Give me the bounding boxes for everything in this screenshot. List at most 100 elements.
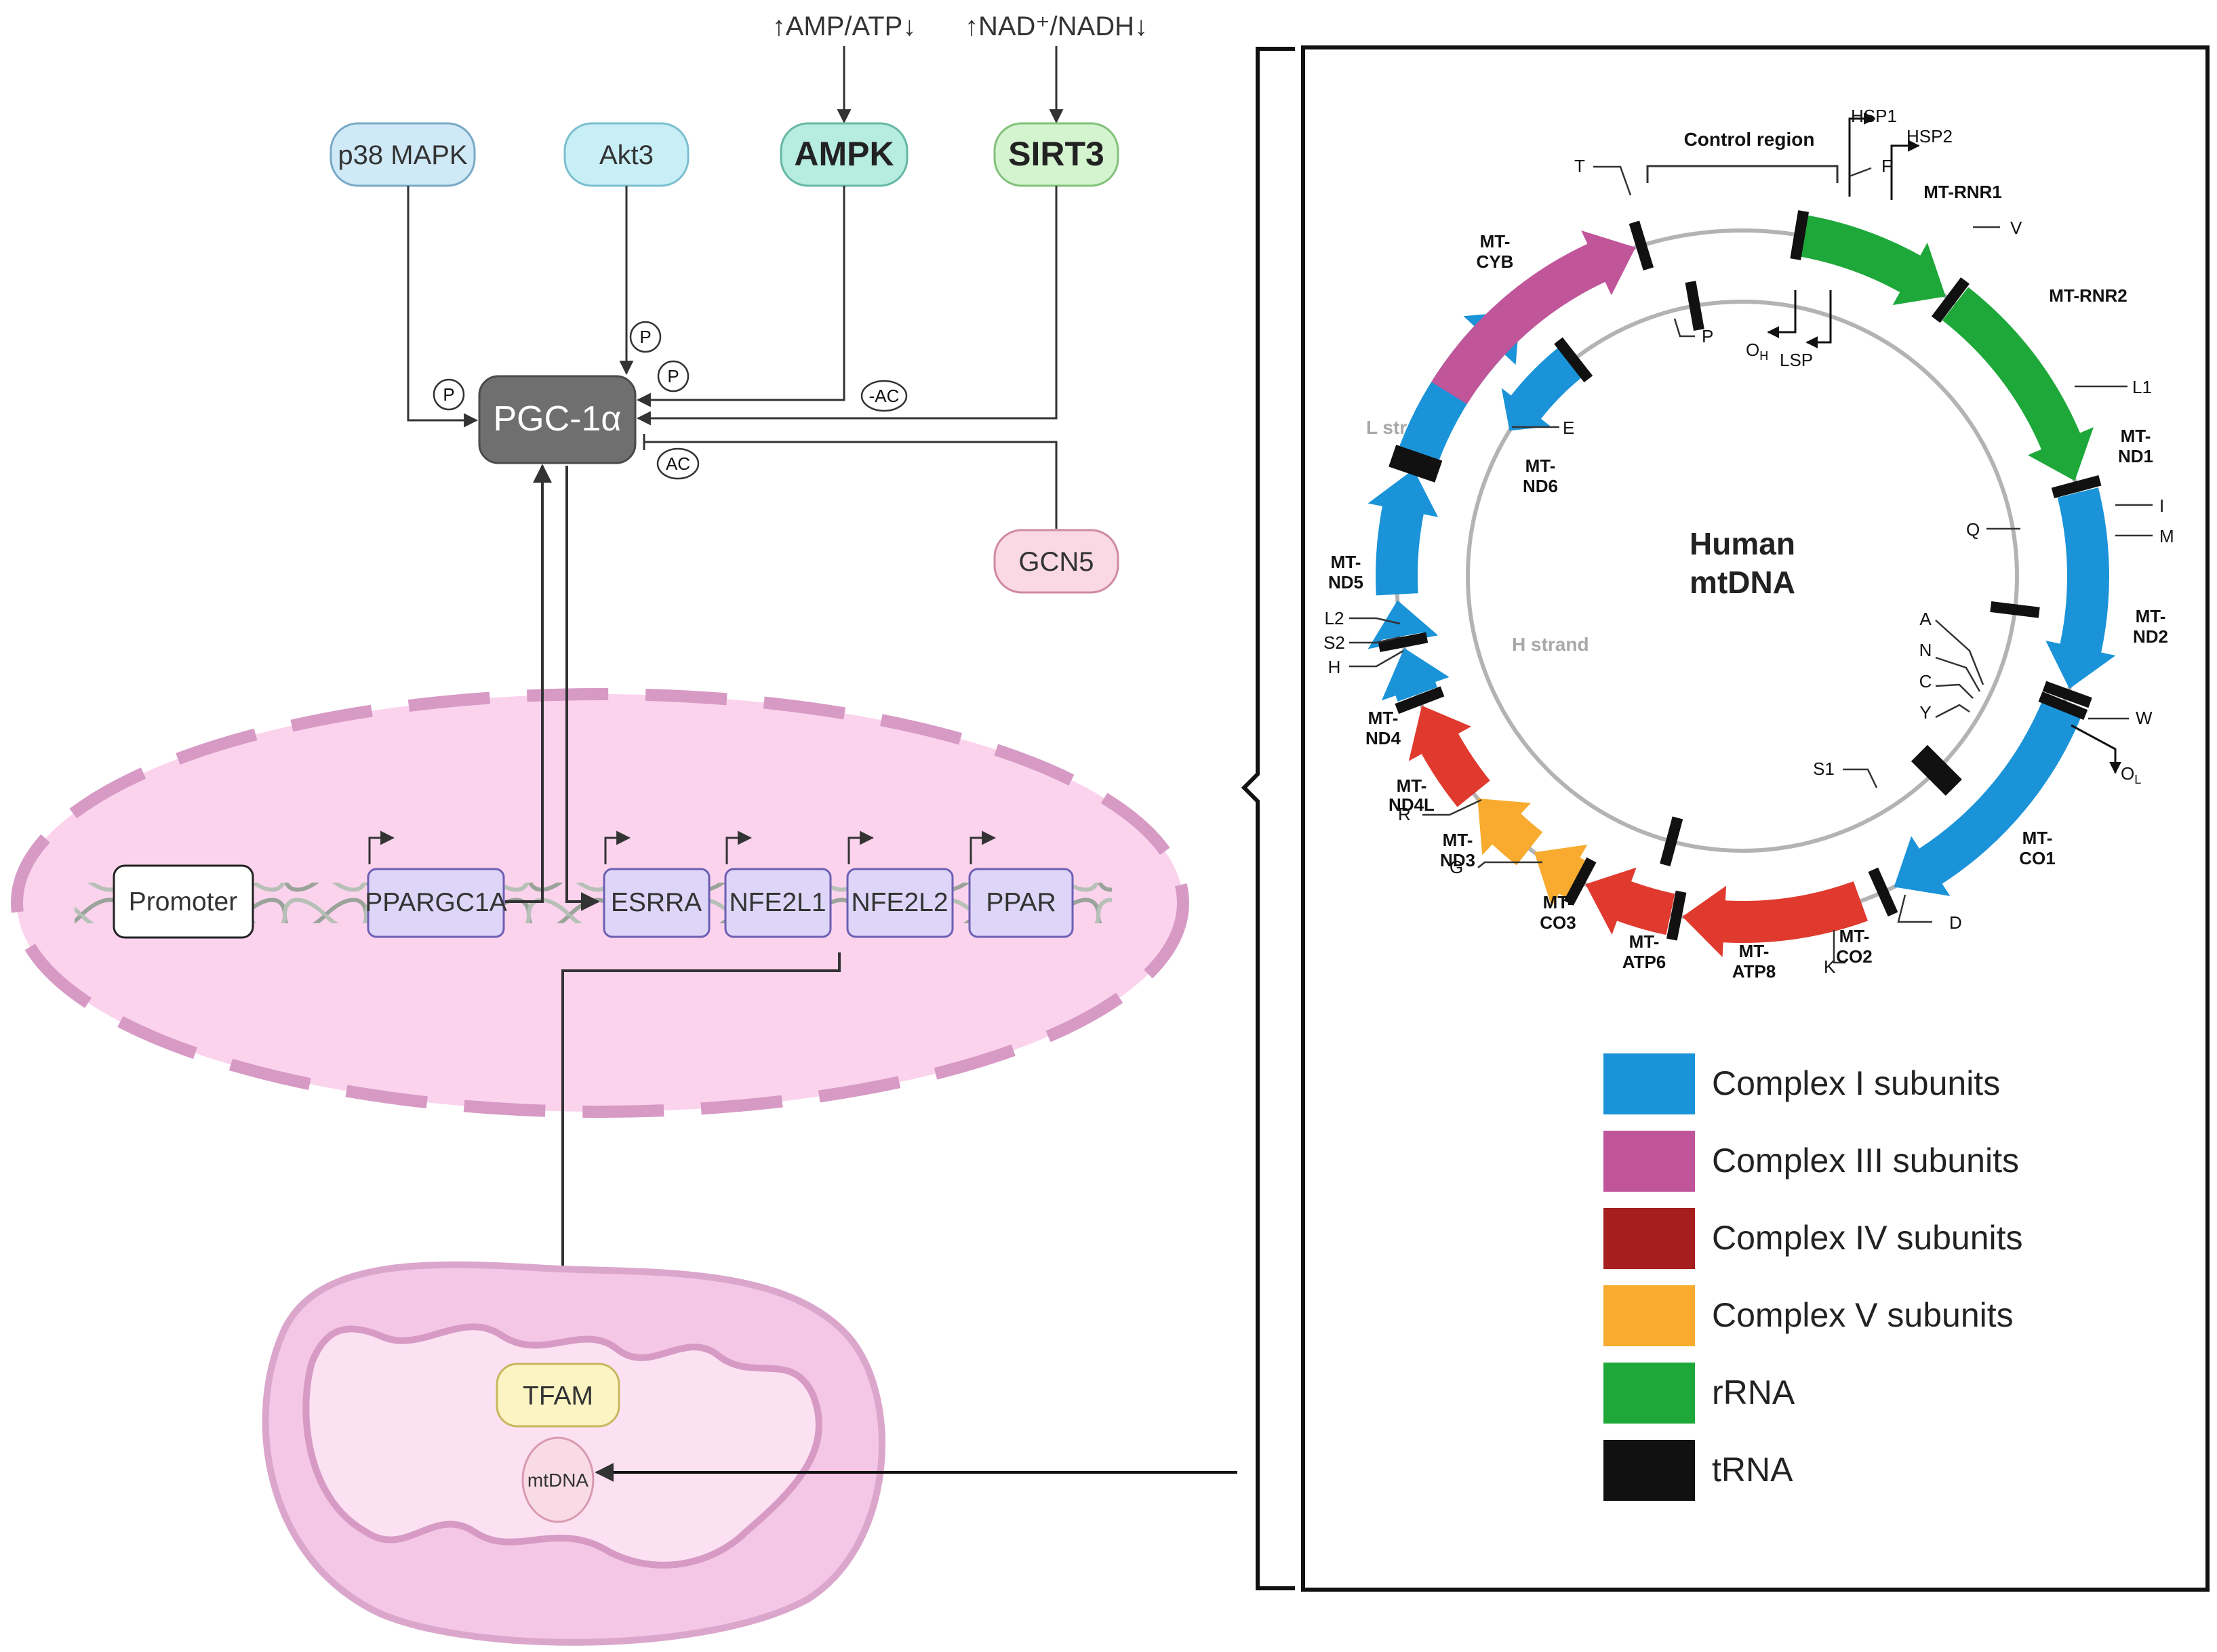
signaling-pathway: ↑AMP/ATP↓ ↑NAD⁺/NADH↓ p38 MAPK Akt3 AMPK… <box>11 12 1237 1646</box>
trna-t-label: T <box>1574 156 1585 176</box>
gene-label-nd4l: MT-ND4L <box>1389 775 1435 815</box>
trna-s1-label: S1 <box>1813 759 1835 779</box>
gene-label: NFE2L1 <box>729 888 826 917</box>
arc-mt-rnr1 <box>1799 215 1946 306</box>
gene-label-cyb: MT-CYB <box>1477 231 1514 272</box>
legend-swatch <box>1603 1363 1695 1424</box>
phospho-badge-akt3: P <box>629 321 662 353</box>
gene-labels: MT-RNR1 MT-RNR2 MT-ND1 MT-ND2 MT-CO1 MT-… <box>1328 182 2168 982</box>
gene-esrra[interactable]: ESRRA <box>603 830 711 938</box>
legend-label: Complex I subunits <box>1712 1064 2000 1102</box>
p38-to-pgc-arrow <box>407 186 479 428</box>
trna-ticks <box>1378 210 2102 941</box>
gcn5-node[interactable]: GCN5 <box>993 529 1119 594</box>
trna-tick-t <box>1629 220 1654 271</box>
ampk-node[interactable]: AMPK <box>780 122 908 187</box>
hsp1-promoter <box>1848 113 1876 197</box>
map-title-line2: mtDNA <box>1690 565 1795 600</box>
h-strand-label: H strand <box>1512 634 1589 655</box>
legend-item: tRNA <box>1603 1440 1793 1501</box>
gene-label-nd4: MT-ND4 <box>1365 708 1401 748</box>
gene-label-rnr1: MT-RNR1 <box>1923 182 2002 202</box>
mtdna-node[interactable]: mtDNA <box>521 1436 595 1523</box>
trna-i-label: I <box>2159 496 2164 516</box>
gene-label: PPARGC1A <box>365 888 507 917</box>
panel-bracket <box>1241 47 1295 1590</box>
sirt3-to-pgc-arrow <box>636 186 1058 426</box>
tss-arrow-icon <box>604 830 631 864</box>
ol-label: OL <box>2121 763 2141 786</box>
trna-labels <box>1349 165 2153 964</box>
gcn5-inhibits-pgc <box>644 441 1058 529</box>
hsp2-label: HSP2 <box>1906 126 1953 146</box>
tss-arrow-icon <box>847 830 875 864</box>
sirt3-node[interactable]: SIRT3 <box>993 122 1119 187</box>
hsp2-promoter <box>1890 140 1920 200</box>
tfam-label: TFAM <box>523 1382 593 1411</box>
mtdna-label: mtDNA <box>527 1470 589 1491</box>
arc-mt-rnr2 <box>1942 287 2094 481</box>
arc-mt-atp6 <box>1477 798 1543 866</box>
legend-item: rRNA <box>1603 1363 1795 1424</box>
promoter-box[interactable]: Promoter <box>113 864 254 939</box>
deacetyl-badge-sirt3: -AC <box>860 380 908 412</box>
gene-label-nd1: MT-ND1 <box>2118 426 2153 466</box>
hsp1-label: HSP1 <box>1851 106 1897 126</box>
nfe2l2-to-tfam-arrow <box>553 952 841 1365</box>
gene-label-co3: MT-CO3 <box>1540 892 1576 933</box>
control-region-label: Control region <box>1684 129 1815 150</box>
gene-nfe2l2[interactable]: NFE2L2 <box>846 830 954 938</box>
phospho-badge-p38: P <box>433 378 465 411</box>
arc-mt-co3 <box>1408 706 1490 807</box>
trna-m-label: M <box>2159 526 2174 546</box>
gene-label-nd2: MT-ND2 <box>2133 606 2168 647</box>
arc-mt-nd1 <box>2045 487 2116 689</box>
gene-nfe2l1[interactable]: NFE2L1 <box>724 830 832 938</box>
gene-label: ESRRA <box>611 888 702 917</box>
gene-ppar[interactable]: PPAR <box>968 830 1074 938</box>
trna-f-label: F <box>1881 156 1892 176</box>
legend-item: Complex I subunits <box>1603 1053 2000 1114</box>
lsp-label: LSP <box>1780 350 1813 370</box>
legend-swatch <box>1603 1285 1695 1346</box>
legend-swatch <box>1603 1440 1695 1501</box>
arc-mt-co1 <box>1682 881 1869 957</box>
trna-tick-s1 <box>1660 816 1683 867</box>
nad-nadh-signal: ↑NAD⁺/NADH↓ <box>965 12 1148 41</box>
arc-mt-nd4l <box>1367 600 1439 649</box>
gene-label-atp8: MT-ATP8 <box>1732 941 1776 982</box>
legend-swatch <box>1603 1053 1695 1114</box>
trna-tick-r <box>1378 632 1429 653</box>
promoter-label: Promoter <box>129 887 237 916</box>
trna-w-label: W <box>2136 708 2153 728</box>
legend-label: Complex V subunits <box>1712 1296 2014 1334</box>
gene-label-nd6: MT-ND6 <box>1523 456 1558 496</box>
trna-l1-label: L1 <box>2132 377 2152 397</box>
acetyl-badge-gcn5: AC <box>656 447 700 480</box>
ampk-label: AMPK <box>794 135 894 173</box>
akt3-label: Akt3 <box>599 140 654 170</box>
gene-ppargc1a[interactable]: PPARGC1A <box>365 830 507 938</box>
oh-label: OH <box>1746 340 1768 363</box>
gene-label-rnr2: MT-RNR2 <box>2049 285 2128 306</box>
ampk-to-pgc-arrow <box>636 186 845 407</box>
legend-swatch <box>1603 1208 1695 1269</box>
legend-label: rRNA <box>1712 1373 1795 1411</box>
gene-label-nd3: MT-ND3 <box>1440 830 1475 870</box>
trna-tick-f <box>1790 210 1810 260</box>
gene-label-co1: MT-CO1 <box>2019 828 2055 868</box>
arc-mt-atp8 <box>1534 845 1591 907</box>
pgc1a-label: PGC-1α <box>494 399 622 439</box>
ppargc1a-to-pgc-arrow <box>505 464 552 903</box>
trna-e-label: E <box>1563 418 1574 438</box>
trna-tick-m <box>2038 691 2088 720</box>
trna-k-label: K <box>1824 956 1836 977</box>
legend-label: tRNA <box>1712 1451 1793 1489</box>
tfam-node[interactable]: TFAM <box>496 1363 620 1428</box>
p38-mapk-node[interactable]: p38 MAPK <box>329 122 476 187</box>
arc-mt-nd4 <box>1367 469 1439 596</box>
pgc1a-node[interactable]: PGC-1α <box>478 375 637 464</box>
gene-arcs <box>1367 215 2116 957</box>
akt3-node[interactable]: Akt3 <box>563 122 690 187</box>
arc-mt-cyb <box>1431 230 1636 405</box>
